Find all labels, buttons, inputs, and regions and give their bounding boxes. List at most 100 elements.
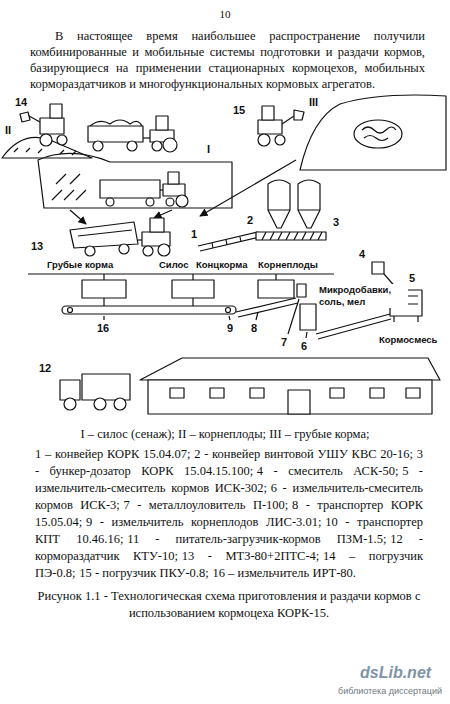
barn-building — [330, 388, 344, 398]
tractor-trailer — [176, 195, 188, 207]
watermark: библиотека диссертаций — [338, 686, 442, 697]
hopper-dispenser — [268, 209, 320, 210]
barn-building — [170, 388, 184, 398]
zone-key: I – силос (сенаж); II – корнеплоды; III … — [0, 426, 450, 442]
dump-trailer — [143, 246, 153, 256]
feed-truck — [64, 398, 76, 410]
feed-truck — [60, 374, 130, 410]
callout-number: 14 — [14, 96, 28, 108]
parts-list: 1 – конвейер КОРК 15.04.07; 2 - конвейер … — [35, 446, 423, 582]
zone-number: I — [206, 143, 211, 155]
tractor-trailer — [152, 141, 162, 151]
tractor-trailer — [143, 137, 150, 138]
tractor-trailer — [88, 116, 177, 152]
metal-catcher — [297, 284, 306, 297]
callout-number: 12 — [38, 362, 52, 374]
hay-pile — [354, 120, 402, 148]
callout-number: 16 — [96, 322, 110, 334]
feed-truck — [82, 374, 130, 400]
parts-list-item: 13 - МТЗ-80+2ПТС-4; — [182, 549, 320, 563]
belt-conveyor — [226, 308, 231, 313]
dump-trailer — [70, 218, 170, 256]
feeder-box — [82, 280, 294, 306]
dump-trailer — [78, 230, 132, 236]
tractor-trailer — [168, 172, 179, 184]
loader-symbol — [258, 106, 304, 146]
parts-list-item: 1 – конвейер КОРК 15.04.07; — [35, 447, 190, 461]
tractor-trailer — [90, 120, 142, 126]
callout-number: 9 — [226, 322, 234, 334]
feed-label: Кормосмесь — [378, 334, 438, 346]
parts-list-item: 9 - измельчитель корнеплодов ЛИС-3.01; — [86, 515, 321, 529]
barn-building — [370, 388, 384, 398]
parts-list-item: 7 - металлоуловитель П-100; — [124, 498, 289, 512]
hopper-dispenser — [268, 180, 290, 228]
distribution-bar — [28, 274, 334, 280]
tractor-trailer — [166, 198, 174, 206]
barn-building — [406, 388, 420, 398]
dump-trailer — [119, 244, 129, 254]
feeder-box — [258, 280, 294, 298]
leader-line — [104, 299, 307, 338]
loader-symbol — [40, 118, 64, 134]
silage-trench — [52, 174, 86, 200]
barn-building — [140, 358, 440, 380]
belt-conveyor — [68, 308, 73, 313]
callout-number: 5 — [408, 272, 416, 284]
tractor-trailer — [163, 138, 177, 152]
tractor-trailer — [127, 141, 137, 151]
leader-line — [104, 299, 307, 338]
feeder-box — [104, 298, 193, 306]
feed-plant-illustration — [2, 95, 446, 414]
callout-number: 6 — [300, 340, 308, 352]
distribution-bar — [104, 274, 276, 280]
feed-truck — [60, 380, 80, 400]
tractor-trailer — [100, 180, 160, 198]
body-paragraph: В настоящее время наибольшее распростран… — [30, 28, 425, 92]
feed-label: Микродобавки, соль, мел — [318, 284, 408, 308]
parts-list-item: 16 – измельчитель ИРТ-80. — [212, 566, 356, 580]
feeder-box — [82, 280, 126, 298]
dump-trailer — [150, 218, 164, 232]
parts-list-item: 15 - погрузчик ПКУ-0.8; — [79, 566, 208, 580]
feed-label: Корнеплоды — [257, 259, 319, 271]
loader-symbol — [20, 112, 30, 122]
callout-number: 3 — [332, 216, 340, 228]
barn-building — [148, 380, 432, 414]
tractor-trailer — [156, 116, 168, 130]
feeder-box — [172, 280, 214, 298]
tractor-trailer — [146, 198, 154, 206]
barn-building — [140, 358, 440, 414]
parts-list-item: 2 - конвейер винтовой УШУ КВС 20-16; — [194, 447, 413, 461]
tractor-trailer — [100, 172, 188, 207]
tractor-trailer — [93, 141, 103, 151]
loader-symbol — [57, 135, 67, 145]
callout-number: 15 — [232, 104, 246, 116]
loader-symbol — [20, 104, 67, 146]
metal-catcher — [297, 284, 306, 297]
loader-symbol — [262, 106, 274, 120]
callout-number: 2 — [246, 214, 254, 226]
feed-label: Концкорма — [195, 259, 248, 271]
parts-list-item: 4 - смеситель АСК-50; — [257, 464, 399, 478]
dump-trailer — [85, 246, 95, 256]
flow-arrow — [70, 160, 296, 224]
dump-trailer — [70, 222, 138, 248]
silage-trench — [38, 153, 232, 208]
callout-number: 8 — [250, 322, 258, 334]
screw-conveyor — [256, 232, 326, 240]
tractor-trailer — [88, 126, 143, 142]
screw-conveyor — [256, 232, 326, 240]
screw-conveyor — [262, 232, 322, 240]
belt-conveyor — [212, 237, 241, 248]
belt-conveyor — [198, 232, 260, 251]
silage-trench — [38, 153, 232, 208]
belt-conveyor — [198, 232, 260, 251]
hay-pile — [300, 95, 446, 170]
feed-label: Силос — [158, 259, 190, 271]
belt-conveyor — [236, 298, 298, 317]
loader-symbol — [294, 110, 304, 120]
page-number: 10 — [0, 8, 450, 21]
distribution-bar — [28, 273, 334, 274]
